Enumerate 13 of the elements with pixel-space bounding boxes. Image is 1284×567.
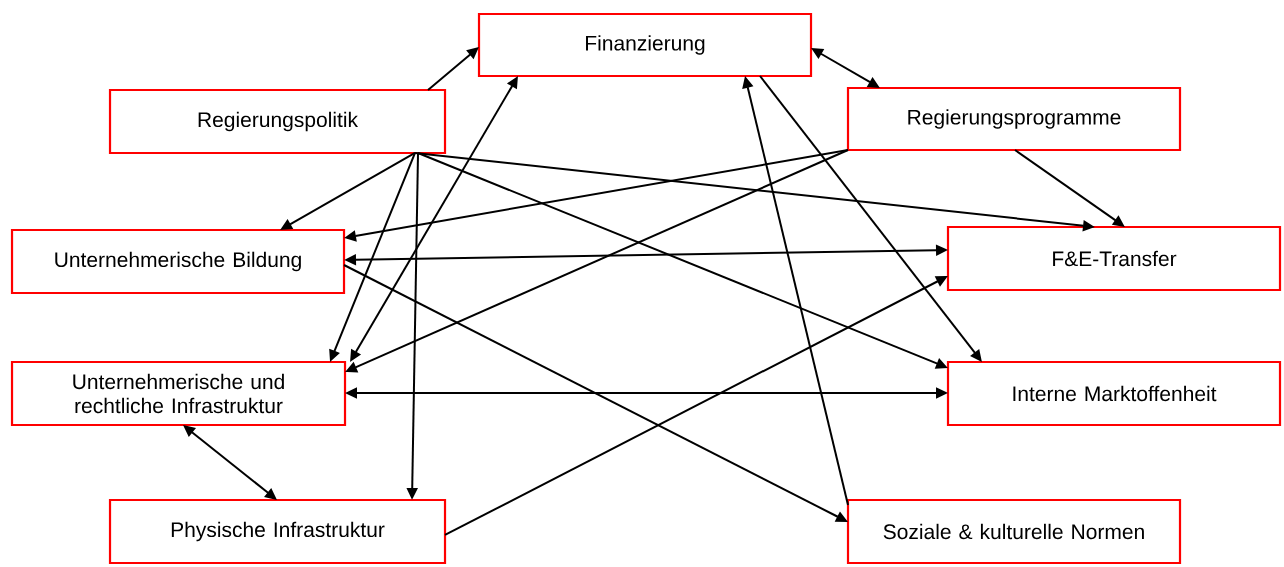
concept-box: Unternehmerische und rechtliche Infrastruktur: [10, 360, 347, 427]
arrow: [759, 75, 982, 362]
concept-box: Soziale & kulturelle Normen: [846, 498, 1182, 565]
arrow: [183, 425, 277, 500]
concept-box: Unternehmerische Bildung: [10, 228, 346, 295]
concept-box: F&E-Transfer: [946, 225, 1282, 292]
arrow: [1014, 149, 1125, 227]
concept-box: Regierungspolitik: [108, 88, 447, 155]
concept-box: Interne Marktoffenheit: [946, 360, 1282, 427]
arrow: [427, 47, 479, 91]
concept-box: Physische Infrastruktur: [108, 498, 447, 565]
concept-box: Finanzierung: [477, 12, 813, 78]
concept-box: Regierungsprogramme: [846, 86, 1182, 152]
